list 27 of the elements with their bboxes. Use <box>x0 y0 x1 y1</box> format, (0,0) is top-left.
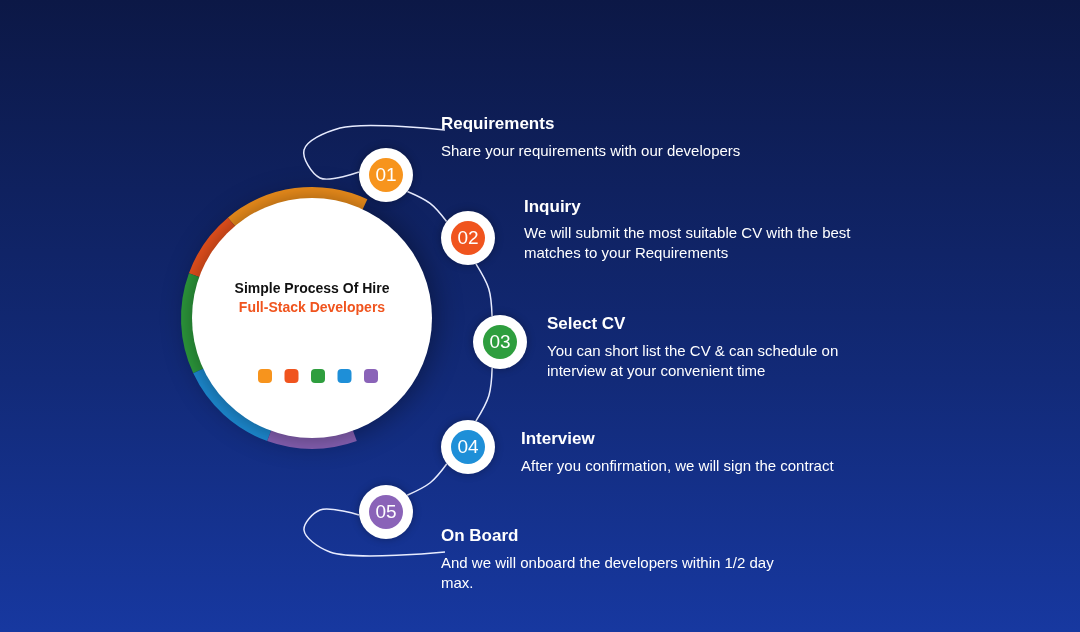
center-title: Simple Process Of Hire Full-Stack Developers <box>233 279 391 317</box>
step-number: 05 <box>369 495 403 529</box>
step-badge <box>441 211 495 265</box>
step-number: 01 <box>369 158 403 192</box>
step-badge <box>359 148 413 202</box>
step-description: Share your requirements with our developers <box>441 141 742 161</box>
track-line <box>302 124 446 180</box>
step-heading: Interview <box>521 429 595 449</box>
step-number: 03 <box>483 325 517 359</box>
step-number: 04 <box>451 430 485 464</box>
track-line <box>303 508 446 557</box>
track-line <box>406 463 448 496</box>
step-badge <box>359 485 413 539</box>
track-line <box>475 263 493 317</box>
step-description: After you confirmation, we will sign the contract <box>521 456 835 476</box>
track-line <box>406 190 448 223</box>
step-heading: Requirements <box>441 114 555 134</box>
step-heading: Select CV <box>547 314 626 334</box>
track-line <box>475 367 493 422</box>
step-badge <box>473 315 527 369</box>
step-description: We will submit the most suitable CV with the best matches to your Requirements <box>524 223 852 262</box>
step-description: You can short list the CV & can schedule on interview at your convenient time <box>547 341 840 380</box>
step-badge <box>441 420 495 474</box>
step-description: And we will onboard the developers within 1/2 day max. <box>441 553 775 592</box>
step-heading: On Board <box>441 526 519 546</box>
step-heading: Inquiry <box>524 197 581 217</box>
step-number: 02 <box>451 221 485 255</box>
